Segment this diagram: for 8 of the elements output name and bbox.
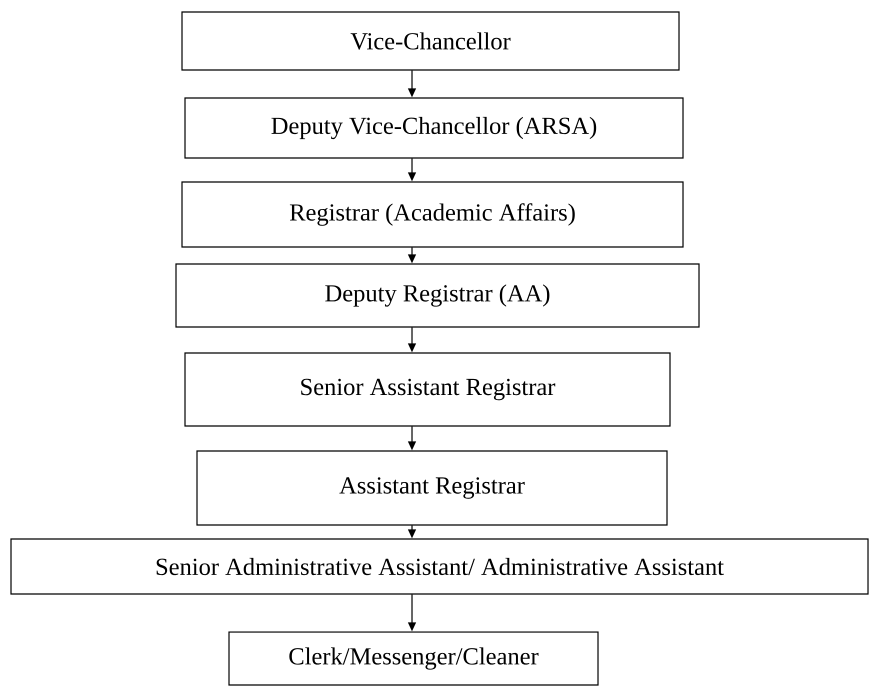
title-box: Deputy Vice-Chancellor (ARSA) <box>184 97 684 159</box>
title-box: Senior Assistant Registrar <box>184 352 671 427</box>
title-box: Clerk/Messenger/Cleaner <box>228 631 599 686</box>
title-box: Senior Administrative Assistant/ Administrative Assistant <box>10 538 869 595</box>
title-box: Deputy Registrar (AA) <box>175 263 700 328</box>
title-box: Registrar (Academic Affairs) <box>181 181 684 248</box>
title-box: Vice-Chancellor <box>181 11 680 71</box>
title-box: Assistant Registrar <box>196 450 668 526</box>
